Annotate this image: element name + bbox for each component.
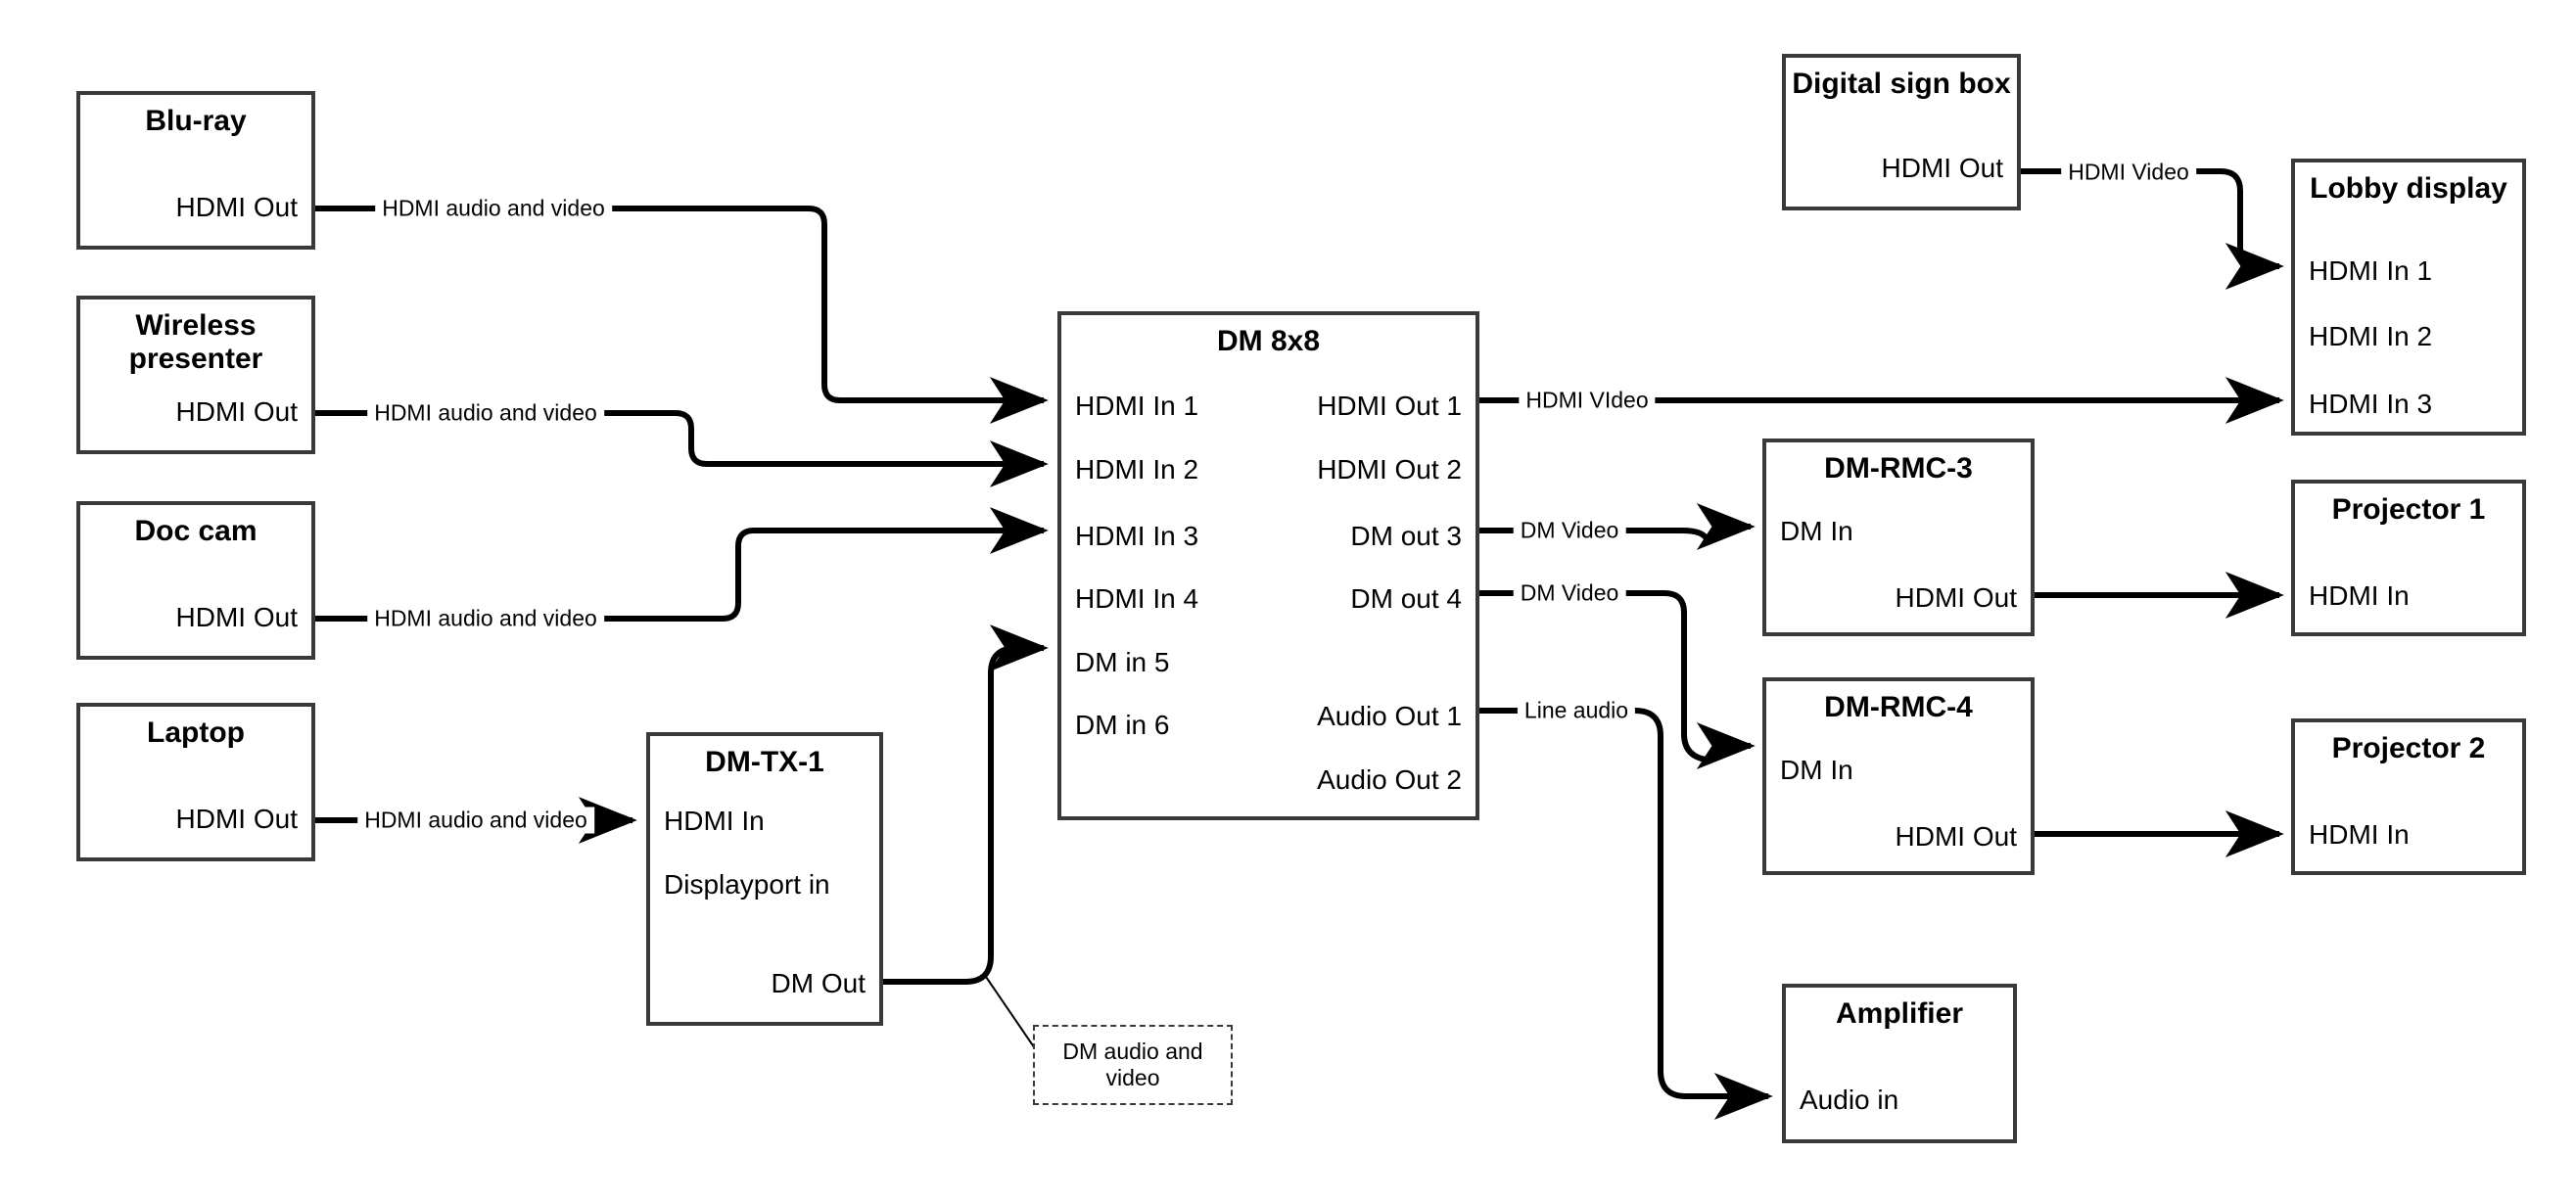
node-dm-rmc-3-port-hdmi-out[interactable]: HDMI Out: [1895, 582, 2017, 613]
wire-label-bluray-to-in1: HDMI audio and video: [375, 195, 612, 222]
node-dm-tx-1[interactable]: DM-TX-1 HDMI In Displayport in DM Out: [646, 732, 883, 1026]
node-dm-8x8-output-dm-out-4[interactable]: DM out 4: [1350, 583, 1462, 614]
node-dm-8x8-output-dm-out-3[interactable]: DM out 3: [1350, 521, 1462, 551]
node-laptop-title: Laptop: [147, 716, 245, 749]
node-dm-rmc-4-title: DM-RMC-4: [1824, 691, 1973, 723]
node-projector-2-port-hdmi-in[interactable]: HDMI In: [2309, 819, 2410, 850]
wire-label-dmout4-to-rmc4: DM Video: [1513, 579, 1626, 607]
node-projector-1[interactable]: Projector 1 HDMI In: [2291, 480, 2526, 636]
node-doc-cam-title: Doc cam: [134, 515, 258, 547]
node-dm-8x8-title: DM 8x8: [1216, 325, 1321, 357]
wire-label-dmout3-to-rmc3: DM Video: [1513, 517, 1626, 544]
node-dm-rmc-3-title: DM-RMC-3: [1824, 452, 1973, 485]
node-bluray-port-hdmi-out[interactable]: HDMI Out: [175, 192, 298, 222]
node-amplifier-port-audio-in[interactable]: Audio in: [1800, 1085, 1899, 1115]
node-dm-8x8-input-dm-in-5[interactable]: DM in 5: [1075, 647, 1170, 677]
node-digital-sign-box[interactable]: Digital sign box HDMI Out: [1782, 54, 2021, 210]
note-dm-audio-and-video: DM audio and video: [1033, 1025, 1233, 1105]
node-projector-1-title: Projector 1: [2331, 493, 2486, 526]
wire-label-hdmiout1-to-lobby: HDMI VIdeo: [1519, 387, 1656, 414]
node-wireless-presenter[interactable]: Wireless presenter HDMI Out: [76, 296, 315, 454]
node-projector-2[interactable]: Projector 2 HDMI In: [2291, 718, 2526, 875]
node-amplifier-title: Amplifier: [1835, 997, 1964, 1030]
node-dm-8x8-input-dm-in-6[interactable]: DM in 6: [1075, 710, 1170, 740]
node-dm-8x8-input-hdmi-in-2[interactable]: HDMI In 2: [1075, 454, 1199, 485]
node-dm-rmc-4-port-dm-in[interactable]: DM In: [1780, 755, 1853, 785]
node-lobby-display-title: Lobby display: [2310, 172, 2507, 205]
wire-dmtx1-to-dm8x8-in5: [883, 624, 1049, 985]
wire-label-laptop-to-dmtx1: HDMI audio and video: [357, 807, 594, 834]
wire-label-wireless-to-in2: HDMI audio and video: [367, 399, 604, 427]
node-dm-rmc-3-port-dm-in[interactable]: DM In: [1780, 516, 1853, 546]
node-amplifier[interactable]: Amplifier Audio in: [1782, 984, 2017, 1143]
node-projector-1-port-hdmi-in[interactable]: HDMI In: [2309, 580, 2410, 611]
node-wireless-presenter-title: Wireless presenter: [128, 309, 263, 375]
node-dm-8x8-output-hdmi-out-1[interactable]: HDMI Out 1: [1317, 391, 1462, 421]
node-dm-tx-1-title: DM-TX-1: [705, 746, 824, 778]
node-dm-tx-1-port-dm-out[interactable]: DM Out: [771, 968, 866, 998]
node-projector-2-title: Projector 2: [2331, 732, 2486, 764]
wire-bluray-to-dm8x8-in1: [315, 206, 1049, 424]
node-dm-rmc-4[interactable]: DM-RMC-4 DM In HDMI Out: [1762, 677, 2035, 875]
node-bluray[interactable]: Blu-ray HDMI Out: [76, 91, 315, 250]
node-lobby-display-input-hdmi-in-3[interactable]: HDMI In 3: [2309, 389, 2433, 419]
node-laptop[interactable]: Laptop HDMI Out: [76, 703, 315, 861]
node-lobby-display-input-hdmi-in-2[interactable]: HDMI In 2: [2309, 321, 2433, 351]
node-laptop-port-hdmi-out[interactable]: HDMI Out: [175, 804, 298, 834]
node-doc-cam[interactable]: Doc cam HDMI Out: [76, 501, 315, 660]
node-dm-8x8-input-hdmi-in-1[interactable]: HDMI In 1: [1075, 391, 1199, 421]
node-dm-8x8-output-hdmi-out-2[interactable]: HDMI Out 2: [1317, 454, 1462, 485]
node-lobby-display-input-hdmi-in-1[interactable]: HDMI In 1: [2309, 255, 2433, 286]
node-dm-8x8-input-hdmi-in-4[interactable]: HDMI In 4: [1075, 583, 1199, 614]
wire-label-doccam-to-in3: HDMI audio and video: [367, 605, 604, 632]
node-dm-8x8-input-hdmi-in-3[interactable]: HDMI In 3: [1075, 521, 1199, 551]
node-dm-8x8-output-audio-out-1[interactable]: Audio Out 1: [1317, 701, 1462, 731]
node-digital-sign-box-title: Digital sign box: [1792, 68, 2011, 100]
wire-label-audioout1-to-amplifier: Line audio: [1517, 697, 1636, 724]
node-dm-8x8[interactable]: DM 8x8 HDMI In 1 HDMI In 2 HDMI In 3 HDM…: [1057, 311, 1479, 820]
wire-label-sign-to-lobby: HDMI Video: [2061, 159, 2196, 186]
node-dm-rmc-4-port-hdmi-out[interactable]: HDMI Out: [1895, 821, 2017, 852]
node-dm-tx-1-port-displayport-in[interactable]: Displayport in: [664, 869, 830, 900]
wire-digitalsign-to-lobby-in1: [2021, 168, 2284, 290]
wire-dm8x8-dmout4-to-rmc4: [1479, 590, 1756, 769]
node-lobby-display[interactable]: Lobby display HDMI In 1 HDMI In 2 HDMI I…: [2291, 159, 2526, 436]
node-wireless-presenter-port-hdmi-out[interactable]: HDMI Out: [175, 396, 298, 427]
node-dm-tx-1-port-hdmi-in[interactable]: HDMI In: [664, 806, 765, 836]
node-dm-rmc-3[interactable]: DM-RMC-3 DM In HDMI Out: [1762, 439, 2035, 636]
wire-dm8x8-audioout1-to-amplifier: [1479, 708, 1773, 1120]
node-digital-sign-box-port-hdmi-out[interactable]: HDMI Out: [1881, 153, 2003, 183]
node-dm-8x8-output-audio-out-2[interactable]: Audio Out 2: [1317, 764, 1462, 795]
node-bluray-title: Blu-ray: [145, 105, 247, 137]
node-doc-cam-port-hdmi-out[interactable]: HDMI Out: [175, 602, 298, 632]
